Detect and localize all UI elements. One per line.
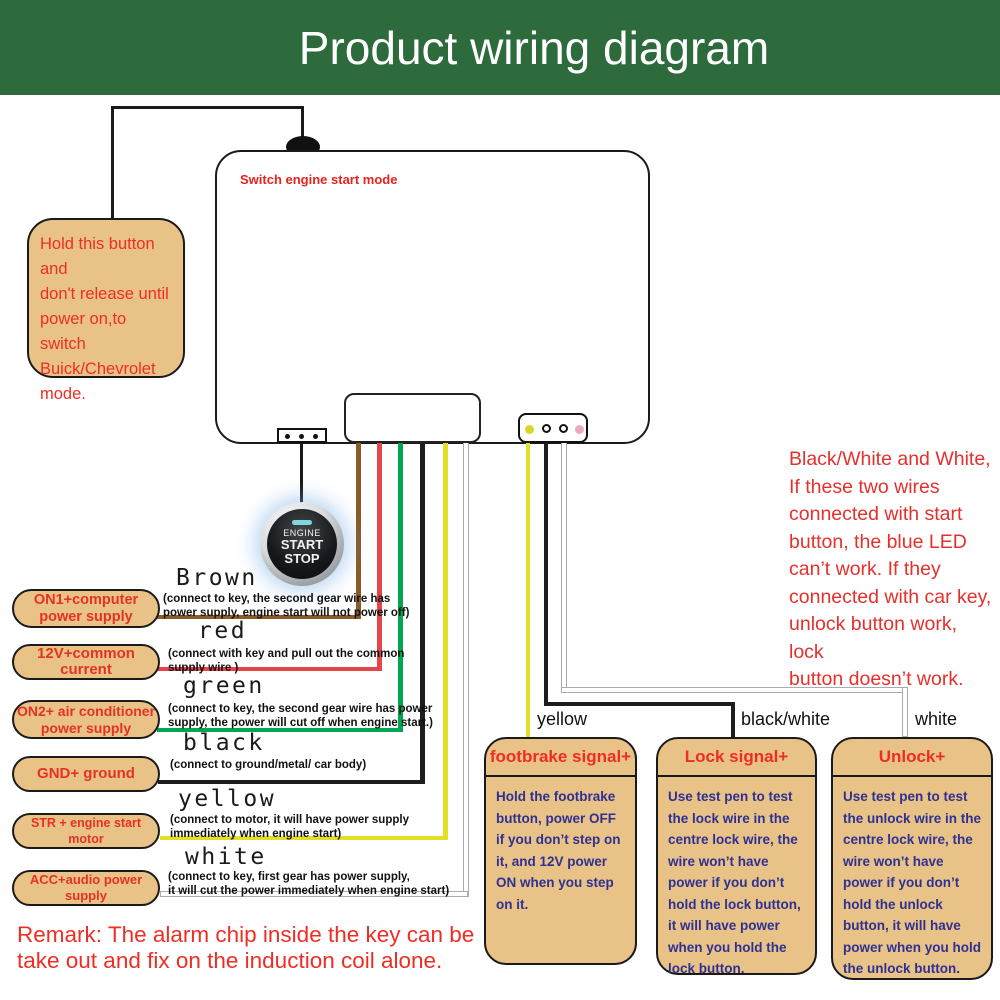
connector-pin-dot [313,434,318,439]
header-banner: Product wiring diagram [0,0,1000,95]
pill-gnd-ground: GND+ ground [12,756,160,792]
main-wire-connector [344,393,481,443]
start-button-wire [300,443,303,503]
control-unit-label: Switch engine start mode [240,172,398,187]
engine-button-text: START [280,537,324,552]
pill-label: ON1+computer power supply [33,592,139,625]
remark-text: Remark: The alarm chip inside the key ca… [17,922,475,973]
callout-connector-drop [301,106,304,142]
pill-label: ACC+audio power supply [29,871,143,904]
yellow-pin-dot [525,425,534,434]
pill-acc-audio-power: ACC+audio power supply [12,870,160,906]
footbrake-signal-title: footbrake signal+ [486,739,635,777]
lock-signal-box: Lock signal+ Use test pen to test the lo… [656,737,817,976]
wire-red-vertical [377,426,382,671]
pin-ring-dot [542,424,551,433]
engine-button-led [292,520,312,525]
footbrake-signal-body: Hold the footbrake button, power OFF if … [496,789,621,912]
button-connector [277,428,327,443]
wire-lock-horizontal [544,702,735,706]
wire-desc-black: (connect to ground/metal/ car body) [170,759,367,771]
pink-pin-dot [575,425,584,434]
footbrake-signal-box: footbrake signal+ Hold the footbrake but… [484,737,637,965]
wire-name-red: red [198,618,248,644]
wire-yellow-vertical [443,404,448,840]
wire-name-black: black [183,730,265,756]
engine-button-text: STOP [284,551,320,566]
wire-white-horizontal [160,891,468,897]
engine-button-text: ENGINE [283,528,321,538]
wire-green-vertical [398,404,403,732]
pill-str-engine-start-motor: STR + engine start motor [12,813,160,849]
wire-name-white: white [185,844,267,870]
wire-lock-vertical [544,431,548,705]
wire-desc-white: (connect to key, first gear has power su… [168,871,450,897]
page-title: Product wiring diagram [298,21,770,74]
engine-start-button: ENGINE START STOP [260,502,344,586]
wire-black-horizontal [158,780,425,784]
unlock-signal-box: Unlock+ Use test pen to test the unlock … [831,737,993,980]
wire-green-horizontal [157,728,403,732]
wire-brown-vertical [356,404,361,619]
wire-desc-green: (connect to key, the second gear wire ha… [168,703,433,729]
pin-ring-dot [559,424,568,433]
wire-footbrake-yellow [526,429,530,737]
wire-name-yellow: yellow [178,786,277,812]
engine-start-button-face: ENGINE START STOP [267,509,337,579]
wire-lock-drop [731,702,735,737]
black-white-wire-note: Black/White and White, If these two wire… [789,448,992,690]
pill-on1-computer-power: ON1+computer power supply [12,589,160,628]
callout-note: Hold this button and don't release until… [27,218,185,403]
wire-brown-horizontal [157,615,361,619]
signal-connector [518,413,588,443]
pill-label: STR + engine start motor [30,815,142,847]
wire-white-vertical [463,427,469,897]
connector-pin-dot [299,434,304,439]
lock-signal-title: Lock signal+ [658,739,815,777]
wire-yellow-horizontal [160,836,448,840]
wire-name-brown: Brown [176,565,258,591]
wire-unlock-drop [902,687,908,737]
wire-black-vertical [420,426,425,784]
callout-connector-horizontal [111,106,303,109]
pill-label: 12V+common current [37,644,135,678]
unlock-signal-title: Unlock+ [833,739,991,777]
bottom-label-yellow: yellow [537,709,588,729]
lock-signal-body: Use test pen to test the lock wire in th… [668,789,801,976]
unlock-signal-body: Use test pen to test the unlock wire in … [843,789,982,976]
wire-desc-yellow: (connect to motor, it will have power su… [170,814,409,840]
wire-name-green: green [183,673,265,699]
pill-label: ON2+ air conditioner power supply [16,703,156,736]
wire-desc-red: (connect with key and pull out the commo… [168,648,405,674]
pill-label: GND+ ground [37,764,135,782]
callout-connector-vertical [111,106,114,220]
wire-red-horizontal [157,667,382,671]
connector-pin-dot [285,434,290,439]
bottom-label-black-white: black/white [741,709,831,729]
wire-desc-brown: (connect to key, the second gear wire ha… [163,593,410,619]
wire-unlock-vertical [561,431,567,690]
pill-12v-common-current: 12V+common current [12,644,160,680]
pill-on2-air-conditioner: ON2+ air conditioner power supply [12,700,160,739]
bottom-label-white: white [915,709,958,729]
